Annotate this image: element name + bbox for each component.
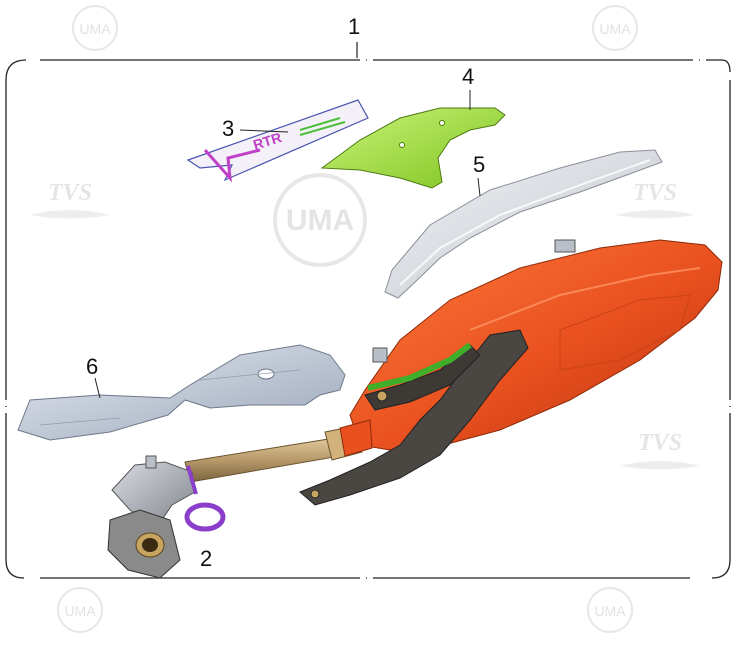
uma-watermark-text: UMA [64, 603, 96, 619]
uma-watermark-bottom-right: UMA [587, 587, 633, 633]
callout-4: 4 [462, 64, 475, 89]
tvs-watermark-text: TVS [638, 430, 682, 456]
uma-watermark-text: UMA [286, 204, 354, 237]
uma-watermark-text: UMA [599, 21, 631, 37]
part-exhaust-pipe [184, 419, 373, 483]
leader-line-3 [239, 129, 289, 133]
mounting-tab [554, 239, 576, 253]
part-heat-guard [17, 344, 346, 441]
callout-3: 3 [222, 116, 235, 141]
uma-watermark-text: UMA [594, 603, 626, 619]
uma-watermark-center: UMA [273, 173, 367, 267]
leader-line-5 [477, 177, 481, 197]
mounting-tab [372, 347, 388, 363]
uma-watermark-bottom-left: UMA [57, 587, 103, 633]
tvs-watermark-text: TVS [633, 180, 677, 206]
tvs-watermark-right: TVS [615, 180, 695, 219]
part-mounting-bracket [299, 329, 529, 506]
tvs-watermark-text: TVS [48, 180, 92, 206]
part-gasket [184, 502, 226, 532]
part-exhaust-header [107, 455, 198, 579]
callout-5: 5 [473, 152, 486, 177]
assembly-bracket-line [5, 59, 731, 579]
uma-watermark-top-right: UMA [592, 5, 638, 51]
leader-line-6 [94, 377, 101, 399]
tvs-watermark-lower-right: TVS [620, 430, 700, 470]
part-sticker: RTR [186, 99, 369, 183]
uma-watermark-text: UMA [79, 21, 111, 37]
part-muffler-cover [384, 149, 663, 299]
tvs-watermark-left: TVS [30, 180, 110, 219]
part-heat-shield [320, 107, 506, 189]
uma-watermark-top-left: UMA [72, 5, 118, 51]
callout-6: 6 [86, 354, 99, 379]
callout-1: 1 [348, 14, 361, 39]
callout-2: 2 [200, 546, 213, 571]
